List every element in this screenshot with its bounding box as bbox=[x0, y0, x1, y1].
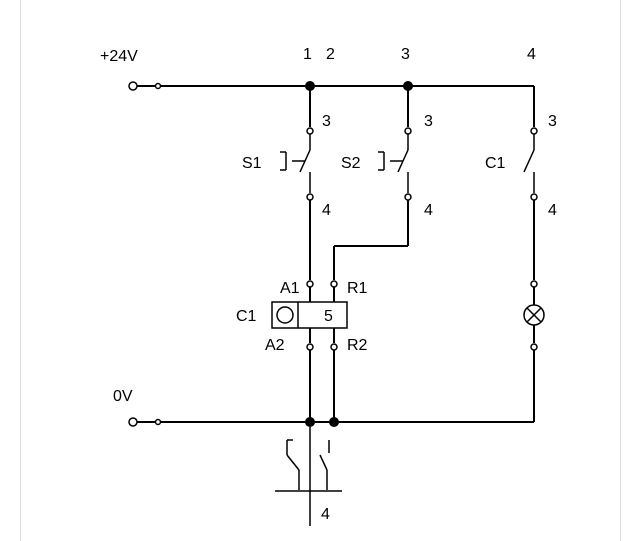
junction-nodes bbox=[305, 81, 413, 427]
supply-zero-rail bbox=[128, 417, 534, 427]
column-1-label: 1 bbox=[303, 46, 312, 63]
terminal-icon bbox=[404, 127, 412, 135]
terminal-icon bbox=[530, 193, 538, 201]
junction-node-icon bbox=[403, 81, 413, 91]
bottom-reference-label: 4 bbox=[321, 506, 330, 523]
terminal-icon bbox=[154, 418, 162, 426]
lamp-icon bbox=[523, 304, 545, 326]
supply-zero-label: 0V bbox=[113, 388, 133, 405]
c1-contact-bottom-terminal-label: 4 bbox=[548, 202, 557, 219]
supply-positive-rail bbox=[128, 81, 534, 91]
terminal-icon bbox=[530, 343, 538, 351]
terminal-icon bbox=[330, 280, 338, 288]
terminal-icon bbox=[128, 81, 138, 91]
right-frame-line bbox=[620, 0, 621, 541]
junction-node-icon bbox=[305, 81, 315, 91]
terminal-icon bbox=[154, 82, 162, 90]
pushbutton-switch-icon bbox=[280, 134, 311, 193]
terminal-icon bbox=[330, 343, 338, 351]
s2-label: S2 bbox=[341, 155, 361, 172]
branch-c1-lamp bbox=[523, 86, 545, 422]
terminal-icon bbox=[530, 280, 538, 288]
branch-s1 bbox=[280, 86, 314, 422]
coil-name-label: C1 bbox=[236, 308, 257, 325]
terminal-icon bbox=[404, 193, 412, 201]
contact-switch-icon bbox=[523, 134, 535, 193]
junction-node-icon bbox=[329, 417, 339, 427]
coil-a2-label: A2 bbox=[265, 337, 285, 354]
branch-s2 bbox=[330, 86, 412, 422]
coil-number-label: 5 bbox=[324, 308, 333, 325]
column-2-label: 2 bbox=[326, 46, 335, 63]
coil-r2-label: R2 bbox=[347, 337, 368, 354]
coil-r1-label: R1 bbox=[347, 280, 368, 297]
s1-bottom-terminal-label: 4 bbox=[322, 202, 331, 219]
pushbutton-switch-icon bbox=[378, 134, 409, 193]
supply-positive-label: +24V bbox=[100, 48, 138, 65]
relay-coil-icon bbox=[271, 301, 348, 329]
s1-top-terminal-label: 3 bbox=[322, 113, 331, 130]
terminal-icon bbox=[306, 127, 314, 135]
junction-node-icon bbox=[305, 417, 315, 427]
terminal-icon bbox=[530, 127, 538, 135]
left-frame-line bbox=[20, 0, 21, 541]
s1-label: S1 bbox=[242, 155, 262, 172]
contact-reference-icon bbox=[275, 427, 342, 526]
coil-a1-label: A1 bbox=[280, 280, 300, 297]
c1-contact-label: C1 bbox=[485, 155, 506, 172]
s2-bottom-terminal-label: 4 bbox=[424, 202, 433, 219]
terminal-icon bbox=[306, 280, 314, 288]
terminal-icon bbox=[306, 343, 314, 351]
column-4-label: 4 bbox=[527, 46, 536, 63]
column-3-label: 3 bbox=[401, 46, 410, 63]
c1-contact-top-terminal-label: 3 bbox=[548, 113, 557, 130]
s2-top-terminal-label: 3 bbox=[424, 113, 433, 130]
terminal-icon bbox=[306, 193, 314, 201]
terminal-icon bbox=[128, 417, 138, 427]
